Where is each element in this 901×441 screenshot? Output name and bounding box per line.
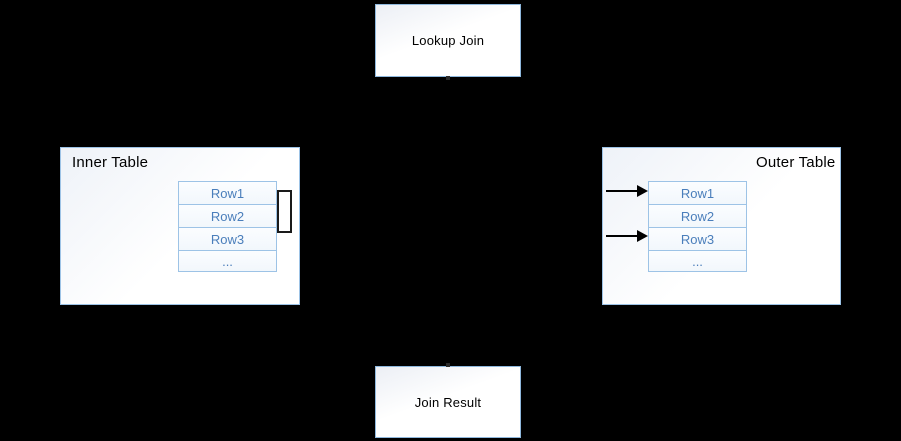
arrow-to-outer-row1-line bbox=[606, 190, 642, 192]
lookup-join-bottom-tick bbox=[446, 76, 450, 80]
lookup-join-label: Lookup Join bbox=[411, 33, 485, 48]
arrow-to-outer-row1-head bbox=[637, 185, 648, 197]
join-result-top-tick bbox=[446, 363, 450, 367]
arrow-to-outer-row3-head bbox=[637, 230, 648, 242]
join-result-label: Join Result bbox=[414, 394, 482, 410]
list-item: Row1 bbox=[648, 181, 747, 204]
outer-table-title: Outer Table bbox=[756, 154, 836, 171]
list-item: Row1 bbox=[178, 181, 277, 204]
list-item: Row3 bbox=[648, 227, 747, 250]
inner-table-title: Inner Table bbox=[72, 154, 149, 171]
list-item: Row2 bbox=[178, 204, 277, 227]
list-item: ... bbox=[178, 250, 277, 272]
list-item: Row3 bbox=[178, 227, 277, 250]
arrow-to-outer-row3-line bbox=[606, 235, 642, 237]
list-item: ... bbox=[648, 250, 747, 272]
inner-table-bracket bbox=[277, 190, 292, 233]
list-item: Row2 bbox=[648, 204, 747, 227]
inner-table-rows: Row1 Row2 Row3 ... bbox=[178, 181, 277, 272]
lookup-join-box: Lookup Join bbox=[375, 4, 521, 77]
join-result-box: Join Result bbox=[375, 366, 521, 438]
outer-table-rows: Row1 Row2 Row3 ... bbox=[648, 181, 747, 272]
